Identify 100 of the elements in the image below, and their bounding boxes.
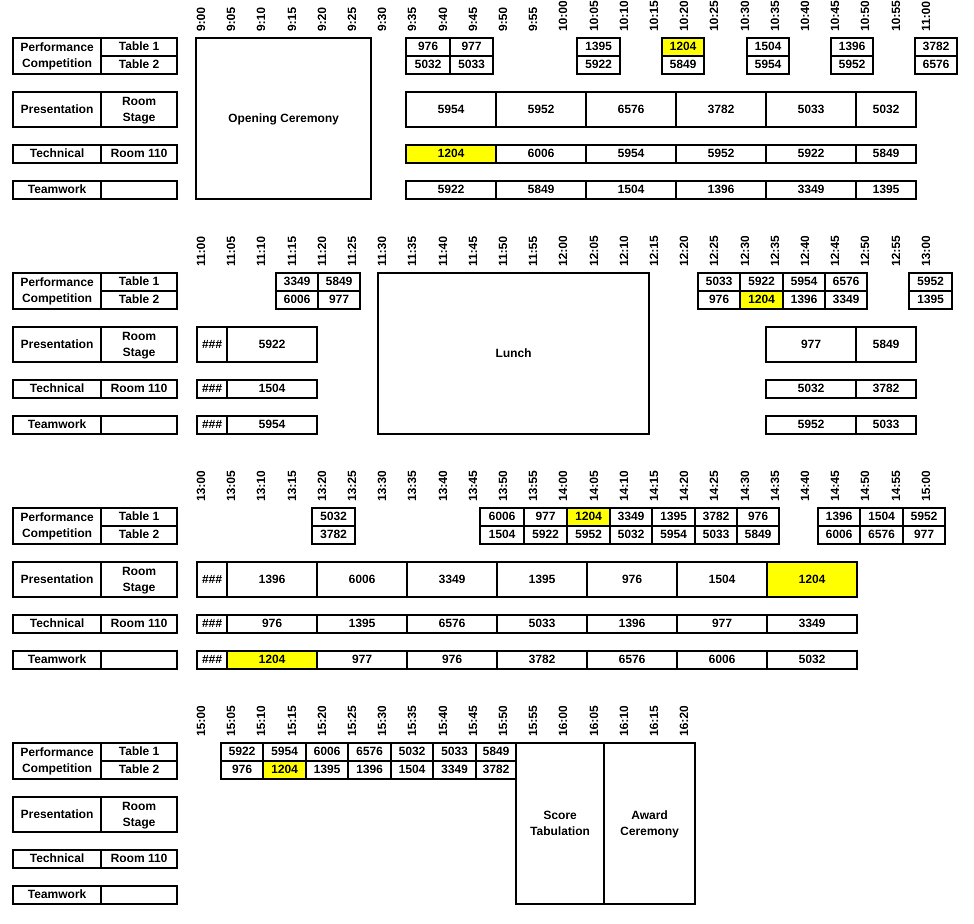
time-label: 9:05 (224, 6, 238, 31)
schedule-cell: 977 (676, 614, 768, 634)
time-label: 15:50 (496, 705, 510, 736)
time-label: 15:25 (345, 705, 359, 736)
schedule-cell: 5032 (766, 650, 858, 670)
schedule-cell: 1204 (262, 760, 307, 780)
schedule-cell: 5952 (495, 91, 587, 128)
schedule-cell: 6006 (676, 650, 768, 670)
time-label: 10:35 (768, 0, 782, 31)
schedule-cell: 1395 (855, 180, 917, 200)
time-label: 11:00 (194, 236, 208, 266)
time-label: 13:25 (345, 470, 359, 501)
row-header-cell: Room Stage (100, 326, 178, 363)
row-header-cell: Technical (12, 614, 102, 634)
row-header-cell: Technical (12, 379, 102, 399)
time-label: 11:05 (224, 236, 238, 266)
time-label: 14:20 (677, 470, 692, 501)
time-label: 13:30 (375, 470, 390, 501)
schedule-cell: 1504 (226, 379, 318, 399)
time-label: 15:45 (466, 705, 480, 736)
time-label: 15:30 (375, 705, 390, 736)
schedule-cell: 5032 (855, 91, 917, 128)
schedule-cell: 5032 (311, 507, 356, 527)
schedule-cell: 5849 (317, 272, 361, 292)
time-label: 13:20 (314, 470, 329, 501)
schedule-cell: 6006 (316, 561, 408, 598)
schedule-cell: 976 (406, 650, 498, 670)
row-header-cell: Performance Competition (12, 272, 102, 310)
time-label: 11:10 (254, 236, 268, 266)
time-label: 13:10 (254, 470, 268, 501)
time-label: 9:10 (254, 6, 268, 31)
time-label: 13:15 (284, 470, 299, 501)
schedule-cell: 1395 (496, 561, 588, 598)
time-label: 16:05 (586, 705, 601, 736)
event-block: Score Tabulation (515, 742, 605, 905)
schedule-cell: 1504 (585, 180, 677, 200)
schedule-cell: 976 (226, 614, 318, 634)
schedule-cell: 5952 (830, 55, 874, 75)
schedule-cell: 3782 (675, 91, 767, 128)
row-header-cell: Teamwork (12, 885, 102, 905)
row-header-cell: Room 110 (100, 614, 178, 634)
row-header-cell: Technical (12, 144, 102, 164)
time-label: 14:50 (858, 470, 872, 501)
time-label: 15:55 (526, 705, 540, 736)
time-label: 11:35 (405, 236, 420, 266)
schedule-cell: 5954 (226, 415, 318, 435)
schedule-cell: 6006 (817, 525, 861, 545)
time-label: 13:00 (194, 470, 208, 501)
schedule-cell: 977 (449, 37, 494, 57)
schedule-cell: 6576 (914, 55, 958, 75)
schedule-cell: 5952 (908, 272, 953, 292)
schedule-cell: 5033 (855, 415, 917, 435)
schedule-cell: 1395 (576, 37, 621, 57)
row-header-cell: Room 110 (100, 144, 178, 164)
time-label: 13:50 (496, 470, 510, 501)
schedule-cell: 3349 (765, 180, 857, 200)
row-header-cell: Presentation (12, 561, 102, 598)
schedule-cell: 1204 (766, 561, 858, 598)
time-label: 12:15 (647, 235, 661, 266)
schedule-cell: 5032 (765, 379, 857, 399)
time-label: 13:40 (436, 470, 450, 501)
schedule-cell: 1204 (739, 290, 784, 310)
time-label: 16:10 (616, 705, 631, 736)
schedule-cell: 3782 (311, 525, 356, 545)
event-block: Award Ceremony (603, 742, 696, 905)
schedule-cell: 1204 (661, 37, 705, 57)
event-block: Opening Ceremony (195, 37, 372, 200)
schedule-cell: 1396 (586, 614, 678, 634)
schedule-cell: 3782 (855, 379, 917, 399)
time-label: 16:20 (677, 705, 692, 736)
time-label: 9:40 (436, 6, 450, 31)
time-label: 10:00 (556, 0, 570, 31)
time-label: 10:50 (858, 0, 872, 31)
schedule-cell: 5954 (746, 55, 790, 75)
schedule-cell: 5849 (855, 144, 917, 164)
schedule-cell: 1396 (226, 561, 318, 598)
schedule-cell: 1504 (676, 561, 768, 598)
row-header-cell: Presentation (12, 91, 102, 128)
row-header-cell: Performance Competition (12, 507, 102, 545)
time-label: 10:20 (677, 0, 692, 31)
schedule-cell: ### (196, 561, 228, 598)
time-label: 11:00 (918, 0, 933, 31)
schedule-cell: 5952 (765, 415, 857, 435)
schedule-cell: 977 (765, 326, 857, 363)
time-label: 9:45 (466, 6, 480, 31)
time-label: 11:40 (436, 236, 450, 266)
time-label: 13:55 (526, 470, 540, 501)
row-header-cell: Room 110 (100, 379, 178, 399)
time-label: 11:25 (345, 236, 359, 266)
schedule-cell: 1395 (908, 290, 953, 310)
time-label: 12:20 (677, 235, 692, 266)
schedule-cell: 1396 (830, 37, 874, 57)
time-label: 9:00 (194, 6, 208, 31)
schedule-cell: 1204 (226, 650, 318, 670)
schedule-cell: 5952 (902, 507, 946, 527)
row-header-cell: Table 2 (100, 55, 178, 75)
time-label: 14:45 (828, 470, 842, 501)
time-label: 12:45 (828, 235, 842, 266)
time-label: 15:05 (224, 705, 238, 736)
time-label: 12:25 (707, 235, 722, 266)
